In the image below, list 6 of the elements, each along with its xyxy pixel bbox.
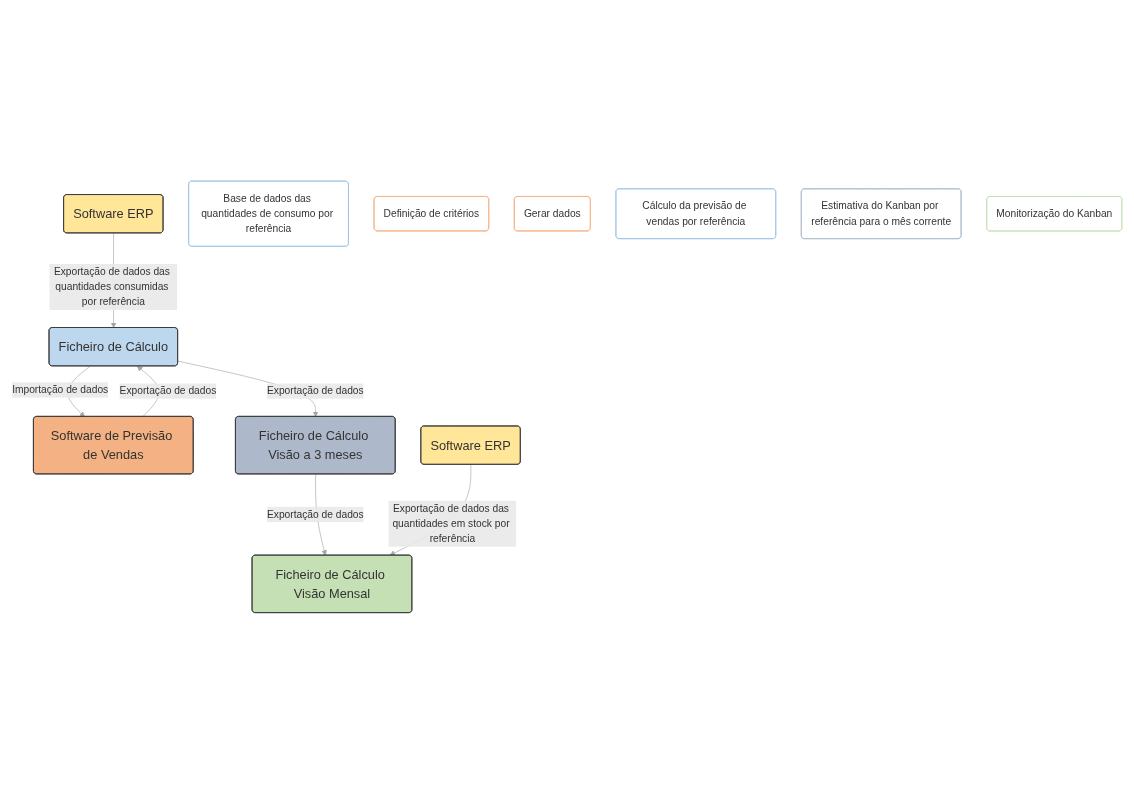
edge-label: Exportação de dados: [267, 385, 364, 397]
edge-label: Exportação de dados das quantidades consumidas por referência: [53, 265, 170, 308]
edge-label: Importação de dados: [12, 384, 109, 396]
edge-label: Exportação de dados: [267, 508, 364, 520]
edge-label: Exportação de dados das quantidades em stock por referência: [392, 502, 510, 545]
edge-label: Exportação de dados: [119, 385, 217, 397]
